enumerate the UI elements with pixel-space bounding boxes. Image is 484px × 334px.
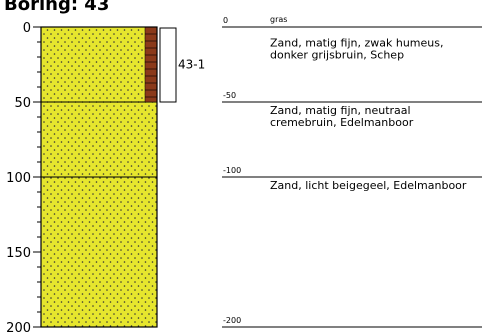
depth-tick-label: 50 [14,96,31,111]
layer-description-line: Zand, licht beigegeel, Edelmanboor [270,179,467,192]
depth-tick-label: 100 [6,171,31,186]
layer-description-line: donker grijsbruin, Schep [270,49,404,62]
layer-depth-label: -50 [223,91,236,100]
sample-label: 43-1 [178,58,205,72]
sample-marker: 43-1 [159,27,205,103]
depth-tick-label: 200 [6,321,31,334]
layer-description-line: cremebruin, Edelmanboor [270,116,414,129]
layer-depth-label: -100 [223,166,241,175]
depth-tick-label: 0 [23,21,31,36]
depth-axis: 0 50 100 150 200 [6,21,42,334]
sample-strip [144,26,158,103]
layer-description-line: gras [270,15,287,24]
borehole-title: Boring: 43 [4,0,109,15]
depth-tick-label: 150 [6,246,31,261]
lithology-column [40,26,158,328]
sample-box [159,27,177,103]
column-outline [40,26,158,328]
layer-description-line: Zand, matig fijn, neutraal [270,104,411,117]
layer-description-line: Zand, matig fijn, zwak humeus, [270,37,443,50]
layer-depth-label: 0 [223,16,228,25]
layer-depth-label: -200 [223,316,241,325]
